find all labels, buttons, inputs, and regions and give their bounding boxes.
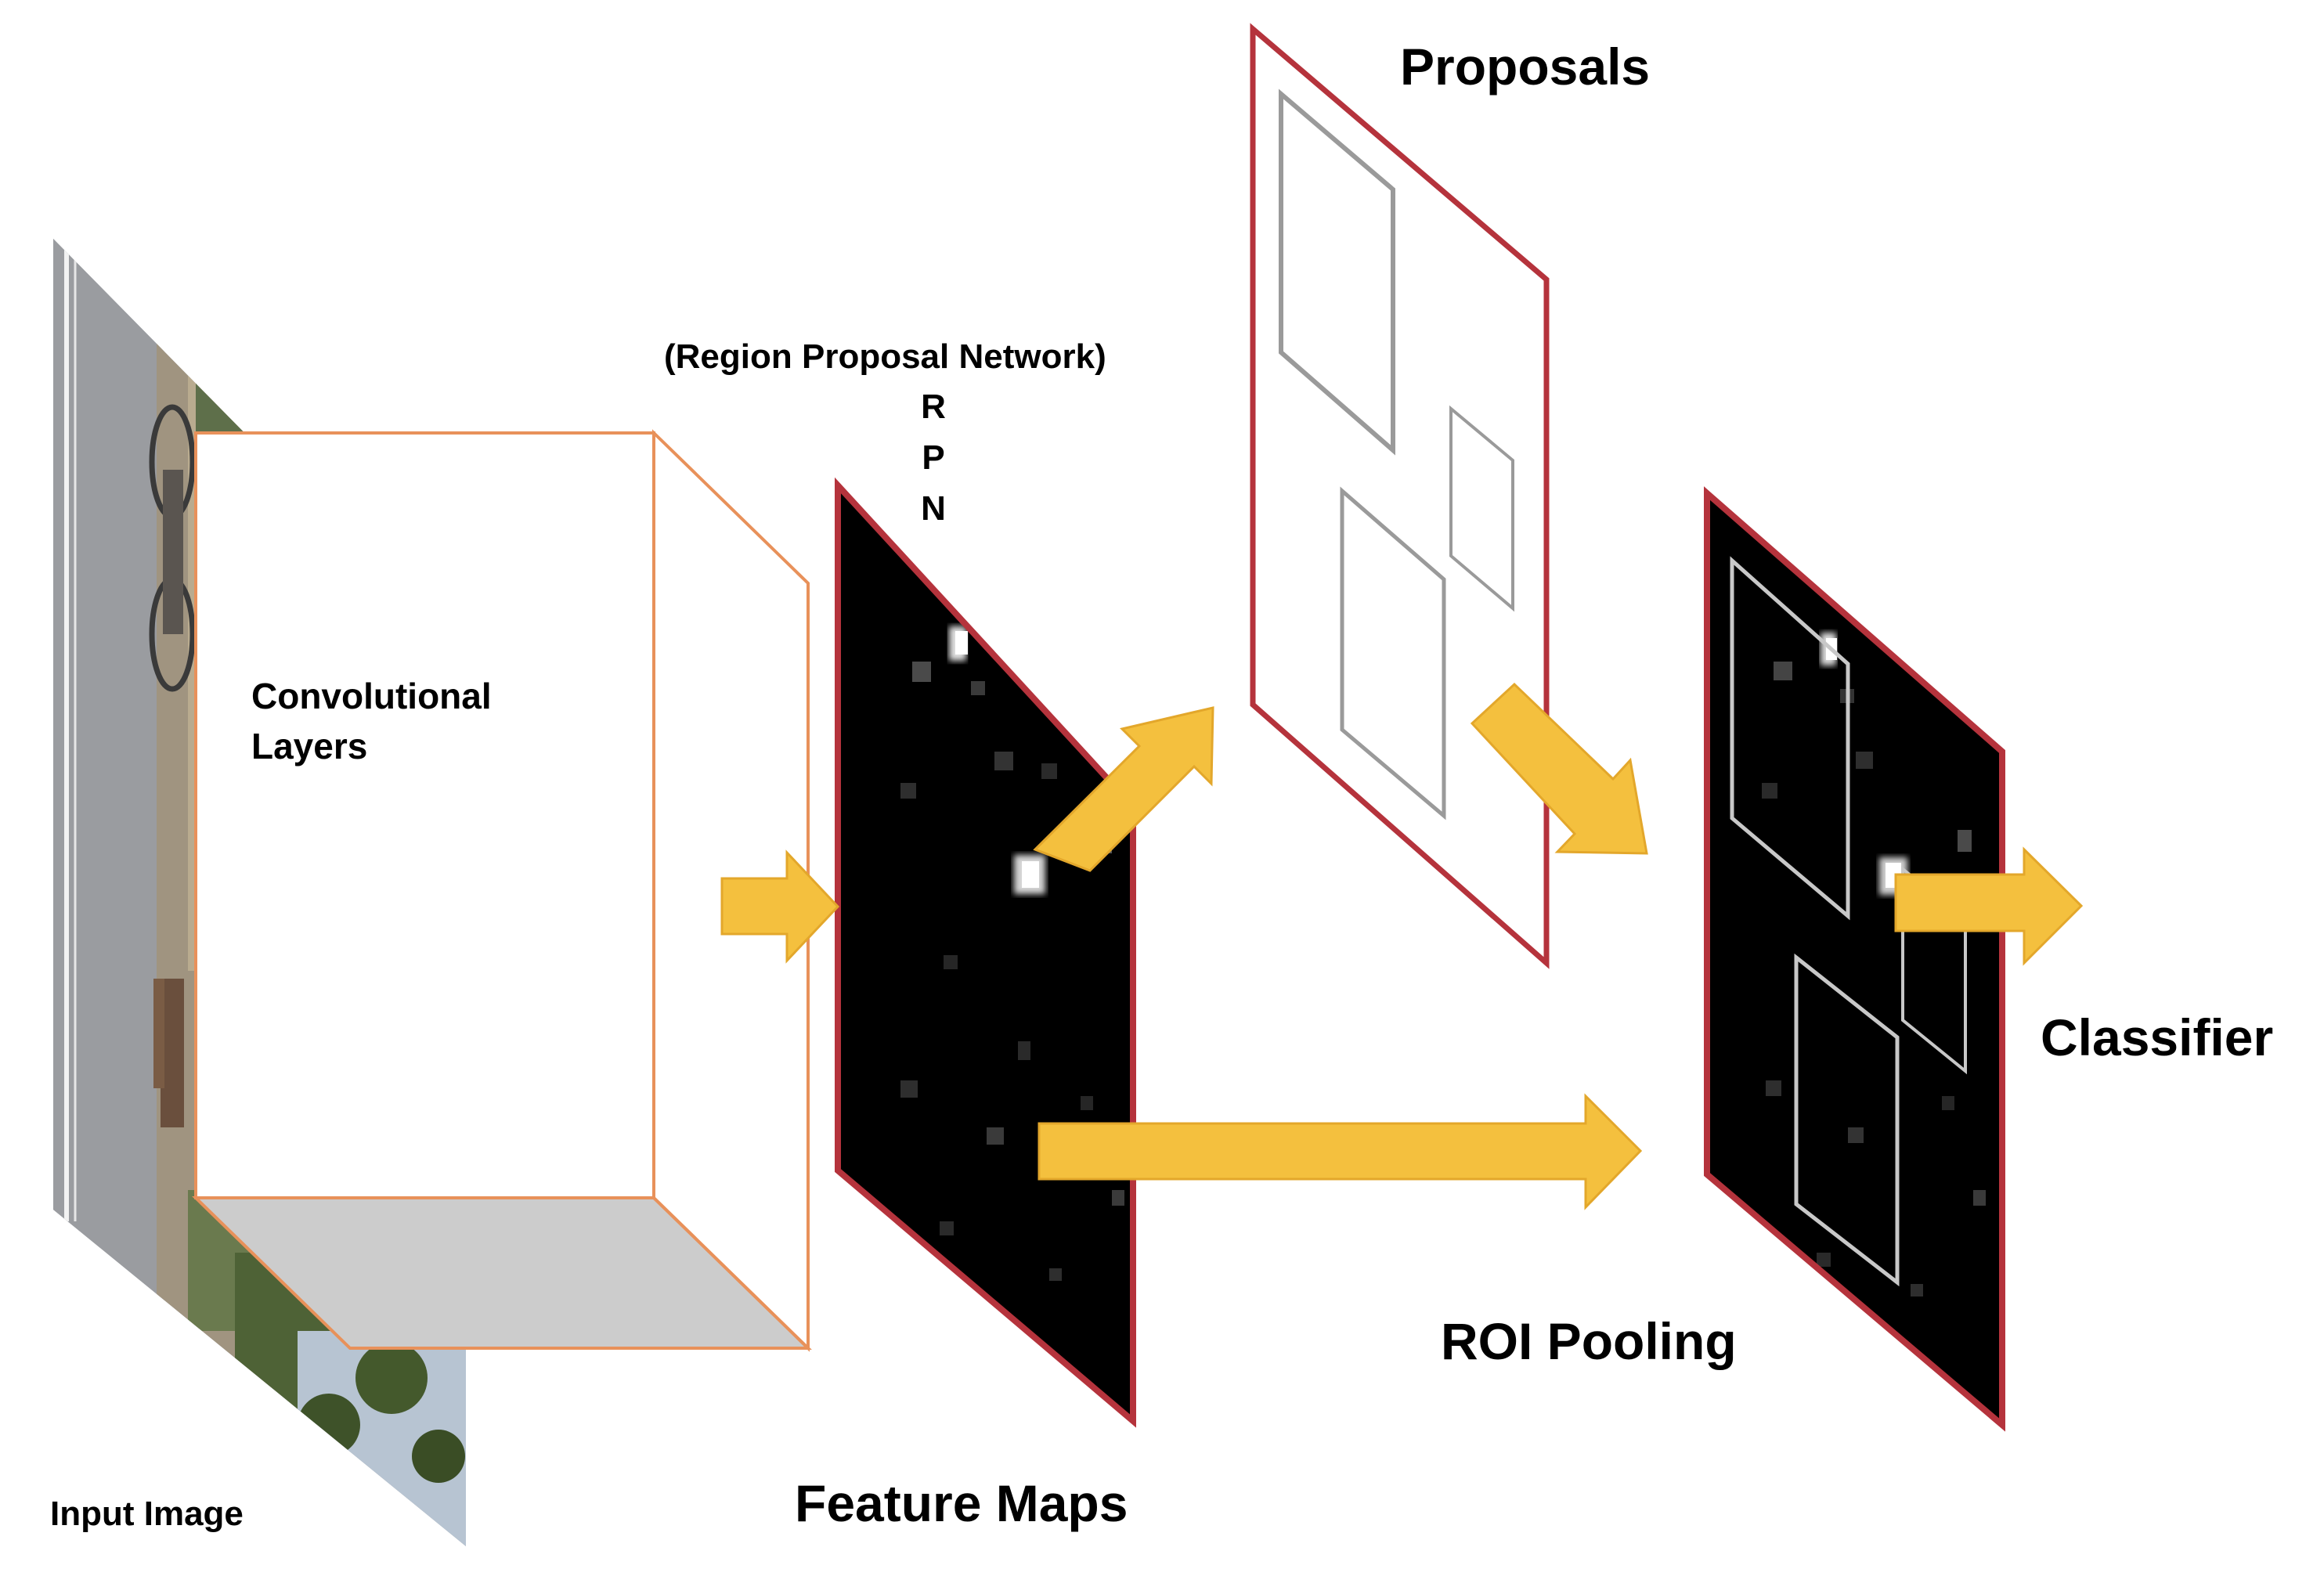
rpn-letter-p: P — [922, 438, 945, 477]
cube-bottom-face — [196, 1198, 808, 1348]
proposal-box — [1279, 88, 1395, 456]
arrow-conv-to-featuremaps-icon — [720, 849, 840, 964]
cube-front-face — [194, 431, 655, 1199]
activation-map-icon — [900, 626, 1124, 1281]
roi-pooling-plane — [1704, 486, 2005, 1432]
rpn-letter-r: R — [921, 388, 946, 426]
feature-maps-label: Feature Maps — [795, 1474, 1128, 1532]
rpn-letter-n: N — [921, 489, 946, 528]
input-image-label: Input Image — [50, 1495, 244, 1533]
proposals-label: Proposals — [1400, 38, 1651, 96]
arrow-featuremaps-to-roi-icon — [1038, 1093, 1643, 1210]
proposals-plane — [1250, 23, 1550, 969]
arrow-featuremaps-to-proposals-icon — [1033, 706, 1214, 872]
arrow-roi-to-classifier-icon — [1894, 846, 2084, 966]
conv-layers-label-line1: Convolutional — [251, 676, 492, 716]
feature-maps-plane — [835, 477, 1136, 1428]
activation-map-icon — [1762, 633, 1986, 1297]
roi-pooling-label: ROI Pooling — [1441, 1312, 1737, 1370]
proposal-box — [1449, 405, 1514, 612]
roi-box — [1730, 556, 1850, 921]
arrow-proposals-to-roi-icon — [1470, 682, 1648, 855]
classifier-label: Classifier — [2041, 1008, 2274, 1066]
roi-box — [1794, 953, 1900, 1287]
convolutional-cube — [192, 429, 812, 1352]
rpn-full-label: (Region Proposal Network) — [664, 337, 1106, 376]
proposal-box — [1340, 486, 1446, 820]
conv-layers-label-line2: Layers — [251, 726, 368, 766]
